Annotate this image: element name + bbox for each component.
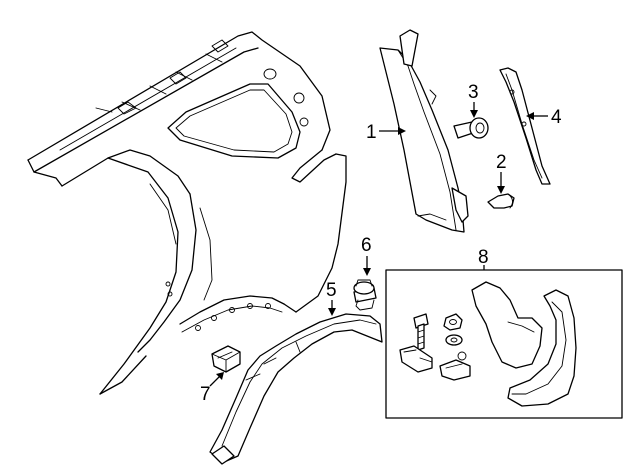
callout-2: 2 [496, 152, 507, 194]
callout-8-label: 8 [478, 247, 489, 268]
callout-1: 1 [366, 122, 406, 143]
callout-6-label: 6 [361, 235, 372, 256]
part-7-clip [211, 345, 241, 373]
callout-2-arrowhead [497, 186, 505, 194]
callout-5-label: 5 [326, 280, 337, 301]
part-3-push-pin [453, 117, 489, 139]
callout-7-arrowhead [216, 372, 224, 380]
callout-1-arrowhead [398, 127, 406, 135]
callout-7-leader [209, 375, 221, 387]
part-4-trim-strip [499, 67, 551, 185]
callout-4-label: 4 [551, 107, 562, 128]
callout-3-label: 3 [468, 82, 479, 103]
part-6-grommet [353, 279, 377, 311]
part-8-kit-box [385, 269, 623, 419]
callout-7: 7 [200, 372, 224, 405]
quarter-panel-body [27, 31, 347, 395]
callout-8: 8 [478, 247, 489, 270]
callout-6: 6 [361, 235, 372, 276]
callout-2-label: 2 [496, 152, 507, 173]
callout-3: 3 [468, 82, 479, 118]
callout-3-arrowhead [470, 110, 478, 118]
part-2-clip [487, 193, 515, 209]
callout-4-arrowhead [526, 112, 534, 120]
callout-5-arrowhead [328, 308, 336, 316]
part-5-wheel-molding [209, 313, 383, 465]
callout-5: 5 [326, 280, 337, 316]
callout-4: 4 [526, 107, 562, 128]
callout-1-label: 1 [366, 122, 377, 143]
callout-7-label: 7 [200, 384, 211, 405]
part-1-pillar-trim [379, 29, 469, 233]
part-8-mud-flap-kit [385, 269, 623, 419]
callout-6-arrowhead [363, 268, 371, 276]
